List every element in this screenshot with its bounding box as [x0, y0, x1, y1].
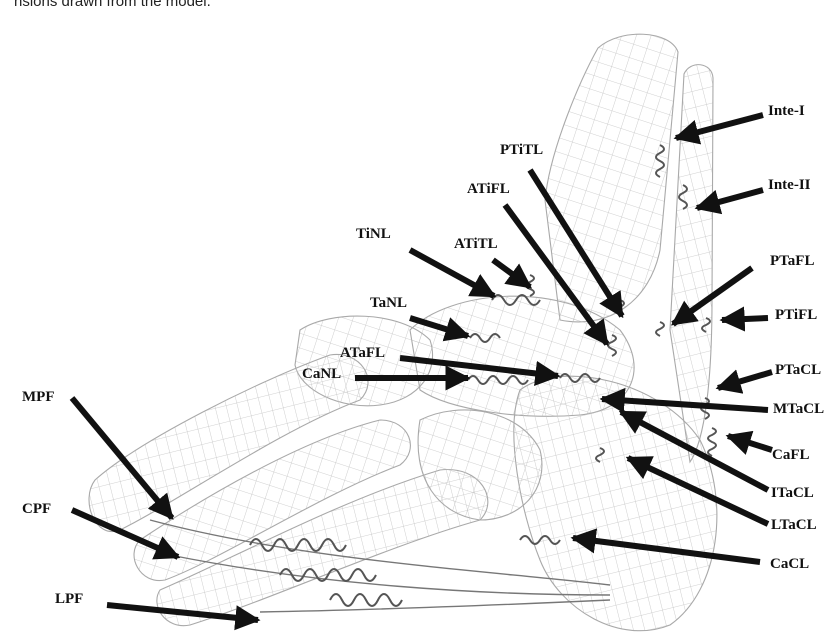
- label-canl: CaNL: [302, 367, 341, 382]
- label-itacl: ITaCL: [771, 486, 814, 501]
- wireframe-bones: [89, 34, 717, 631]
- spring-ptafl: [656, 322, 664, 336]
- label-atafl: ATaFL: [340, 346, 385, 361]
- label-ptifl: PTiFL: [775, 308, 817, 323]
- label-inte-i: Inte-I: [768, 104, 805, 119]
- label-cpf: CPF: [22, 502, 51, 517]
- label-tanl: TaNL: [370, 296, 407, 311]
- label-ptitl: PTiTL: [500, 143, 543, 158]
- arrow-ptifl: [722, 318, 768, 320]
- label-cacl: CaCL: [770, 557, 809, 572]
- arrow-atitl: [493, 260, 530, 287]
- arrow-ptacl: [718, 372, 772, 388]
- tibia-bone: [545, 34, 678, 322]
- arrow-tinl: [410, 250, 494, 296]
- label-ptacl: PTaCL: [775, 363, 821, 378]
- arrow-cafl: [728, 436, 772, 450]
- label-tinl: TiNL: [356, 227, 391, 242]
- spring-lpf: [330, 594, 402, 606]
- label-inte-ii: Inte-II: [768, 178, 811, 193]
- label-cafl: CaFL: [772, 448, 810, 463]
- spring-cafl: [708, 428, 716, 456]
- label-ptafl: PTaFL: [770, 254, 814, 269]
- label-atitl: ATiTL: [454, 237, 498, 252]
- label-atifl: ATiFL: [467, 182, 510, 197]
- label-mpf: MPF: [22, 390, 54, 405]
- label-mtacl: MTaCL: [773, 402, 824, 417]
- label-ltacl: LTaCL: [771, 518, 817, 533]
- label-lpf: LPF: [55, 592, 83, 607]
